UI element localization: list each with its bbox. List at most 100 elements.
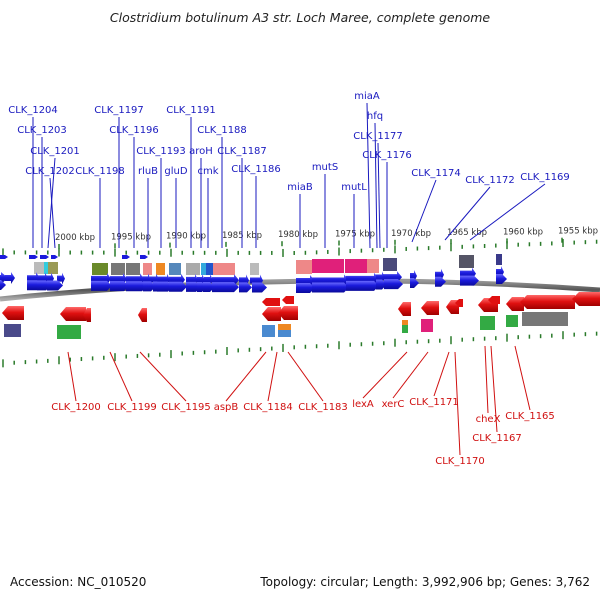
gene-label: CLK_1191: [166, 105, 216, 116]
gene-label: CLK_1201: [30, 146, 80, 157]
gene-label: CLK_1184: [243, 402, 293, 413]
gene-label: CLK_1198: [75, 166, 125, 177]
forward-gene-arrow: [496, 273, 507, 284]
gene-label-leader: [469, 183, 546, 241]
gene-label: CLK_1170: [435, 456, 485, 467]
reverse-gene-arrow: [488, 296, 500, 304]
gene-label: CLK_1187: [217, 146, 267, 157]
gene-label: mutL: [341, 182, 367, 193]
reverse-gene-arrow: [2, 306, 24, 320]
gene-label: cheX: [476, 414, 501, 425]
gene-label: CLK_1196: [109, 125, 159, 136]
gene-label-leader: [139, 351, 187, 402]
gene-label-leader: [377, 142, 381, 249]
forward-gene-arrow: [239, 282, 252, 293]
gene-label: CLK_1188: [197, 125, 247, 136]
reverse-gene-arrow: [60, 307, 86, 321]
gene-label-leader: [225, 351, 267, 402]
gene-label-leader: [514, 345, 531, 411]
genome-title: Clostridium botulinum A3 str. Loch Maree…: [109, 10, 491, 25]
forward-gene-arrow: [252, 282, 267, 293]
forward-gene-arrow: [47, 280, 63, 291]
gene-label-leader: [366, 102, 371, 249]
gene-label: CLK_1176: [362, 150, 412, 161]
gene-label: CLK_1183: [298, 402, 348, 413]
gene-label: CLK_1197: [94, 105, 144, 116]
scale-label: 1955 kbp: [558, 227, 598, 237]
gene-label: CLK_1202: [25, 166, 75, 177]
gene-label: miaA: [354, 91, 380, 102]
forward-gene-arrow: [40, 255, 49, 259]
gene-label-leader: [362, 351, 408, 399]
gene-label: CLK_1172: [465, 175, 515, 186]
gene-label-leader: [444, 186, 491, 241]
gene-label-leader: [392, 351, 429, 399]
scale-label: 2000 kbp: [55, 233, 95, 243]
gene-label: CLK_1203: [17, 125, 67, 136]
reverse-gene-arrow: [421, 301, 439, 315]
reverse-gene-arrow: [506, 297, 524, 311]
reverse-gene-arrows: [2, 292, 600, 322]
forward-gene-arrow: [312, 282, 349, 293]
gene-label: CLK_1169: [520, 172, 570, 183]
forward-gene-arrow: [143, 281, 156, 292]
forward-gene-arrow: [169, 281, 187, 292]
gene-label: CLK_1167: [472, 433, 522, 444]
gene-label: CLK_1177: [353, 131, 403, 142]
gene-label-leader: [454, 351, 461, 456]
scale-label: 1975 kbp: [335, 230, 375, 240]
forward-gene-arrow: [0, 255, 8, 259]
gene-label-leader: [287, 351, 324, 402]
gene-label: CLK_1174: [411, 168, 461, 179]
reverse-gene-arrow: [572, 292, 600, 306]
forward-gene-arrow: [51, 255, 58, 259]
scale-label: 1960 kbp: [503, 227, 543, 237]
scale-label: 1970 kbp: [391, 229, 431, 239]
forward-gene-arrow: [140, 255, 148, 259]
reverse-gene-arrow: [282, 296, 294, 304]
gene-label: CLK_1195: [161, 402, 211, 413]
gene-label: aroH: [189, 146, 213, 157]
forward-gene-arrows: [0, 255, 507, 293]
forward-gene-arrow: [410, 277, 419, 288]
gene-label-leader: [411, 179, 437, 243]
gene-label: CLK_1204: [8, 105, 58, 116]
reverse-gene-arrow: [83, 308, 91, 322]
reverse-gene-arrow: [455, 299, 463, 307]
forward-gene-arrow: [122, 255, 130, 259]
genome-summary-text: Topology: circular; Length: 3,992,906 bp…: [260, 575, 590, 589]
forward-gene-arrow: [460, 275, 479, 286]
reverse-gene-arrow: [278, 306, 298, 320]
gene-label-leader: [67, 351, 77, 402]
scale-ticks-top: [2, 239, 598, 257]
reverse-gene-arrow: [270, 298, 280, 306]
forward-gene-arrow: [296, 282, 315, 293]
gene-label: aspB: [214, 402, 239, 413]
gene-label: cmk: [197, 166, 218, 177]
gene-label-leader: [433, 351, 450, 397]
scale-ticks-bottom: [2, 331, 598, 368]
gene-label-leader: [490, 345, 498, 433]
reverse-gene-arrow: [262, 298, 274, 306]
scale-label: 1990 kbp: [166, 232, 206, 242]
gene-label: CLK_1171: [409, 397, 459, 408]
reverse-gene-arrow: [398, 302, 411, 316]
accession-text: Accession: NC_010520: [10, 575, 147, 589]
gene-label-leader: [49, 177, 56, 249]
forward-gene-arrow: [346, 280, 379, 291]
forward-gene-arrow: [384, 279, 403, 290]
forward-gene-arrow: [126, 281, 147, 292]
gene-label: rluB: [138, 166, 158, 177]
gene-label: lexA: [352, 399, 374, 410]
scale-label: 1980 kbp: [278, 230, 318, 240]
forward-gene-arrow: [5, 272, 15, 285]
gene-label-leader: [374, 122, 378, 249]
scale-label: 1965 kbp: [447, 228, 487, 238]
reverse-features: [4, 312, 568, 339]
forward-gene-arrow: [29, 255, 38, 259]
forward-gene-arrow: [91, 280, 112, 291]
reverse-gene-arrow: [138, 308, 147, 322]
